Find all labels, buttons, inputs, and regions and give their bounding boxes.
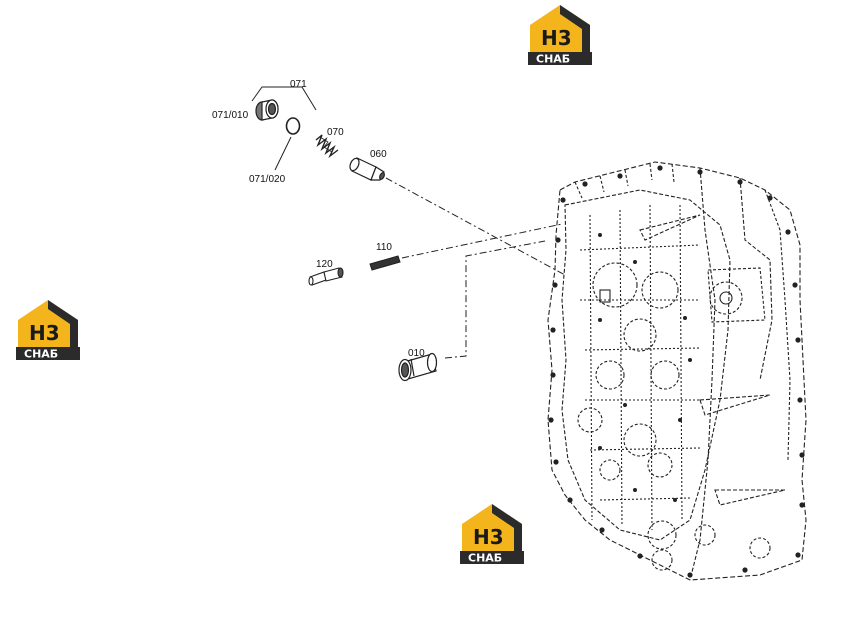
svg-text:H3: H3 bbox=[29, 321, 60, 345]
part-071-010-cap[interactable] bbox=[255, 99, 279, 121]
part-010-sleeve[interactable] bbox=[398, 352, 438, 382]
callout-071-010: 071/010 bbox=[212, 110, 249, 121]
part-071-020-o-ring[interactable] bbox=[285, 117, 301, 135]
watermark-logo-top: H3 CHAБ bbox=[528, 5, 592, 66]
watermark-logo-left: H3 CHAБ bbox=[16, 300, 80, 361]
svg-text:H3: H3 bbox=[473, 525, 504, 549]
svg-text:CHAБ: CHAБ bbox=[536, 53, 570, 66]
assembly-lines bbox=[385, 177, 566, 359]
part-070-spring[interactable] bbox=[315, 134, 339, 159]
callout-070: 070 bbox=[327, 127, 344, 138]
callout-110: 110 bbox=[376, 242, 392, 253]
watermark-logo-bottom: H3 CHAБ bbox=[460, 504, 524, 565]
callout-010: 010 bbox=[408, 348, 425, 359]
callout-060: 060 bbox=[370, 149, 387, 160]
svg-text:CHAБ: CHAБ bbox=[24, 348, 58, 361]
callout-071: 071 bbox=[290, 79, 307, 90]
svg-text:CHAБ: CHAБ bbox=[468, 552, 502, 565]
transmission-housing bbox=[547, 161, 807, 581]
callout-071-020: 071/020 bbox=[249, 174, 286, 185]
part-120-fitting[interactable] bbox=[308, 267, 344, 286]
svg-text:H3: H3 bbox=[541, 26, 572, 50]
group-bracket-071 bbox=[251, 86, 317, 171]
part-110-pin[interactable] bbox=[369, 255, 401, 271]
callout-120: 120 bbox=[316, 259, 333, 270]
part-060-piston[interactable] bbox=[348, 157, 385, 181]
